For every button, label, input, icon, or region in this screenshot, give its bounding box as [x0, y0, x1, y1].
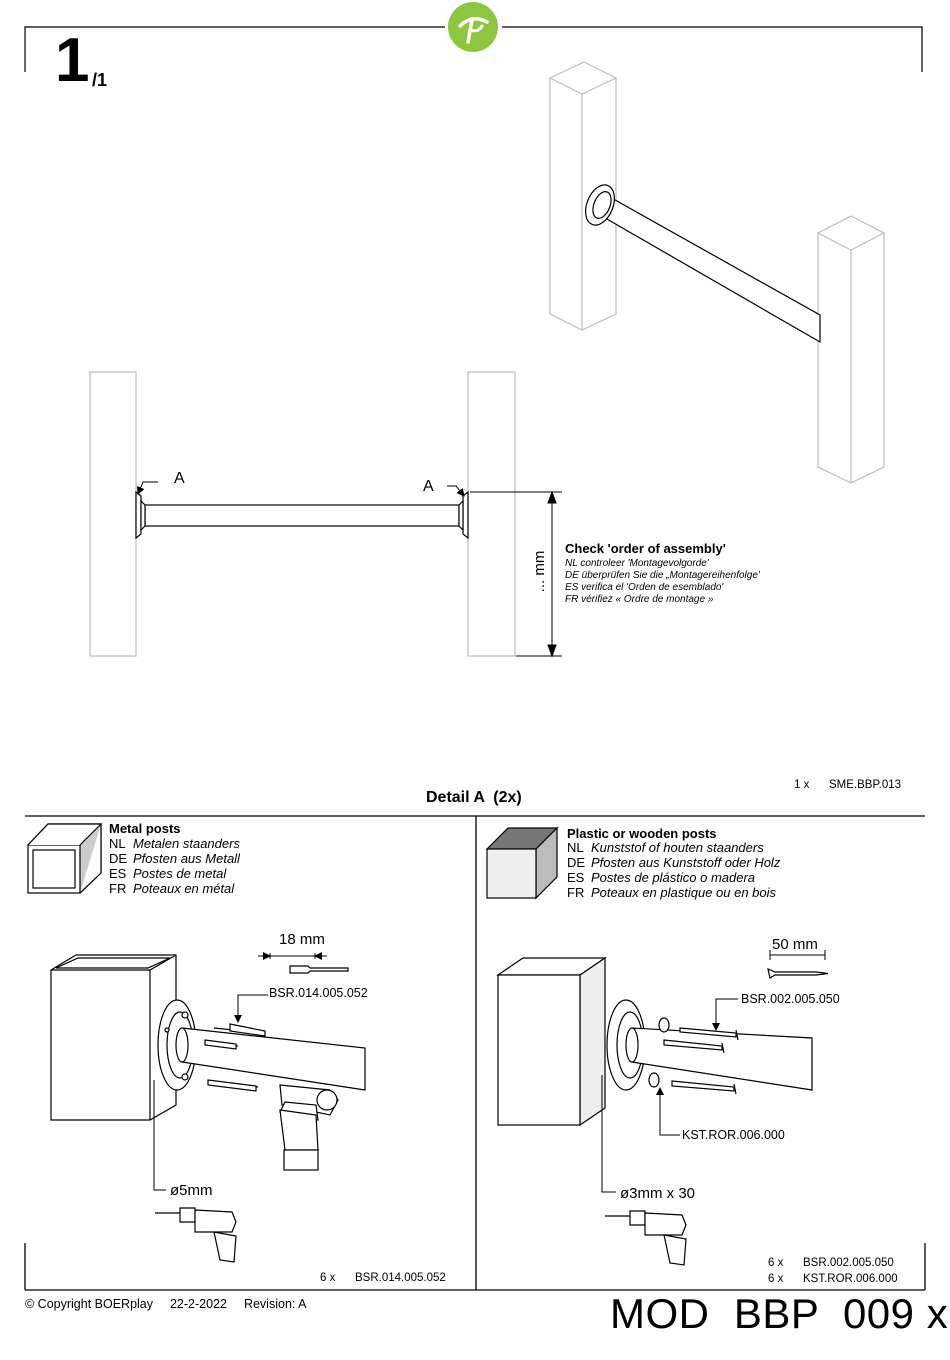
metal-leader-lines — [153, 952, 327, 1191]
lang-text: Pfosten aus Metall — [133, 851, 240, 866]
detail-a-pointer-left — [137, 481, 158, 495]
assembly-note-fr: FR vérifiez « Ordre de montage » — [565, 594, 714, 605]
iso-assembly-drawing — [548, 61, 886, 484]
front-bar — [135, 490, 469, 540]
lang-code: DE — [567, 855, 586, 870]
metal-posts-fr: FR Poteaux en métal — [109, 881, 234, 896]
metal-drill-size: ø5mm — [170, 1182, 213, 1199]
assembly-note-title: Check 'order of assembly' — [565, 541, 726, 556]
wood-post-profile-icon — [485, 826, 559, 900]
metal-posts-es: ES Postes de metal — [109, 866, 226, 881]
step-total: /1 — [92, 70, 108, 90]
wood-drill-size: ø3mm x 30 — [620, 1185, 696, 1202]
rivet-length: 18 mm — [279, 931, 325, 948]
iso-bar — [585, 184, 821, 344]
lang-text: Kunststof of houten staanders — [591, 840, 764, 855]
footer-info: © Copyright BOERplay 22-2-2022 Revision:… — [25, 1297, 306, 1311]
metal-post-profile-icon — [27, 823, 103, 894]
assembly-note-es: ES verifica el 'Orden de esemblado' — [565, 582, 724, 593]
top-part-code: SME.BBP.013 — [829, 779, 902, 791]
lang-code: ES — [567, 870, 585, 885]
lang-text: Postes de metal — [133, 866, 227, 881]
detail-label-right: A — [423, 478, 434, 495]
wood-posts-title: Plastic or wooden posts — [567, 826, 717, 841]
height-dimension — [470, 490, 562, 658]
metal-posts-nl: NL Metalen staanders — [109, 836, 240, 851]
wood-detail-drawing — [496, 956, 829, 1266]
wood-posts-nl: NL Kunststof of houten staanders — [567, 840, 764, 855]
metal-posts-title: Metal posts — [109, 821, 181, 836]
date: 22-2-2022 — [169, 1297, 227, 1311]
wood-posts-es: ES Postes de plástico o madera — [567, 870, 755, 885]
wood-leader-lines — [601, 950, 826, 1193]
detail-frame — [24, 815, 926, 1291]
model-number: MOD BBP 009 x — [610, 1290, 949, 1337]
lang-code: FR — [567, 885, 585, 900]
wood-posts-fr: FR Poteaux en plastique ou en bois — [567, 885, 776, 900]
page-frame — [24, 26, 923, 72]
washer-part-label: KST.ROR.006.000 — [682, 1128, 785, 1142]
lang-code: ES — [109, 866, 127, 881]
detail-a-pointer-right — [447, 485, 465, 497]
metal-posts-de: DE Pfosten aus Metall — [109, 851, 240, 866]
metal-part-code: BSR.014.005.052 — [355, 1272, 446, 1284]
rivet-part-label: BSR.014.005.052 — [269, 986, 368, 1000]
copyright: © Copyright BOERplay — [25, 1297, 154, 1311]
top-part-qty: 1 x — [794, 779, 810, 791]
lang-code: NL — [109, 836, 126, 851]
revision: Revision: A — [243, 1297, 307, 1311]
screw-length: 50 mm — [772, 936, 818, 953]
lang-text: Postes de plástico o madera — [591, 870, 756, 885]
boerplay-logo-icon — [448, 2, 498, 52]
lang-text: Poteaux en plastique ou en bois — [591, 885, 777, 900]
assembly-note-nl: NL controleer 'Montagevolgorde' — [565, 558, 709, 569]
wood-part-qty-2: 6 x — [768, 1273, 784, 1285]
wood-part-code-2: KST.ROR.006.000 — [803, 1273, 898, 1285]
detail-label-left: A — [174, 470, 185, 487]
lang-text: Pfosten aus Kunststoff oder Holz — [591, 855, 781, 870]
detail-title: Detail A (2x) — [426, 789, 522, 806]
lang-code: FR — [109, 881, 127, 896]
metal-detail-drawing — [50, 954, 366, 1263]
metal-part-qty: 6 x — [320, 1272, 336, 1284]
lang-code: NL — [567, 840, 584, 855]
lang-text: Metalen staanders — [133, 836, 240, 851]
height-dimension-label: ... mm — [531, 550, 548, 593]
lang-code: DE — [109, 851, 128, 866]
step-number: 1 — [55, 26, 90, 95]
wood-posts-de: DE Pfosten aus Kunststoff oder Holz — [567, 855, 780, 870]
screw-part-label: BSR.002.005.050 — [741, 992, 840, 1006]
lang-text: Poteaux en métal — [133, 881, 235, 896]
wood-part-qty-1: 6 x — [768, 1257, 784, 1269]
wood-part-code-1: BSR.002.005.050 — [803, 1257, 894, 1269]
assembly-note-de: DE überprüfen Sie die „Montagereihenfolg… — [565, 570, 760, 581]
